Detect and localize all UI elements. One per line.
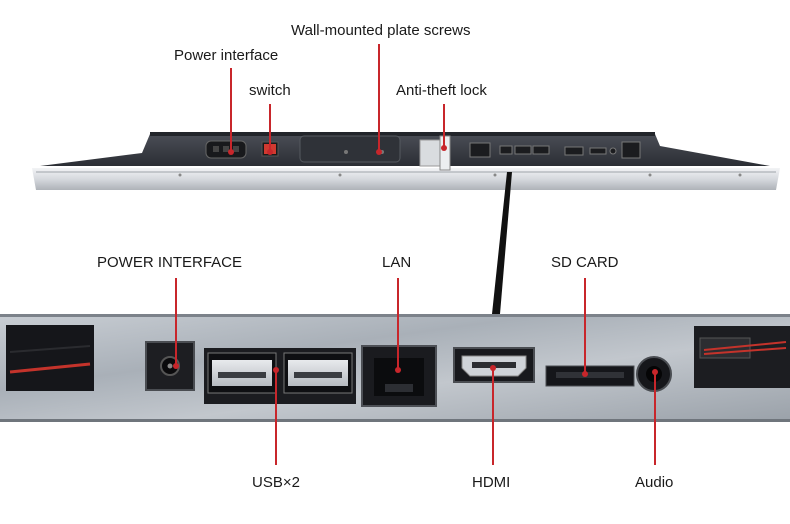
callout-lan-dot <box>395 367 401 373</box>
callout-sd-card-line <box>584 278 586 374</box>
label-anti-theft-lock: Anti-theft lock <box>396 82 487 99</box>
label-switch: switch <box>249 82 291 99</box>
callout-switch-dot <box>267 149 273 155</box>
callout-switch-line <box>269 104 271 152</box>
callout-usb-dot <box>273 367 279 373</box>
callout-power-interface-dot <box>228 149 234 155</box>
callout-audio-dot <box>652 369 658 375</box>
callout-hdmi-dot <box>490 365 496 371</box>
callout-lan-line <box>397 278 399 370</box>
label-audio: Audio <box>635 474 674 491</box>
label-lan: LAN <box>382 254 412 271</box>
zoom-pointer <box>492 172 512 314</box>
callout-wall-screws-line <box>378 44 380 152</box>
monitor-bezel <box>32 168 780 190</box>
callout-panel-power-line <box>175 278 177 366</box>
monitor-bottom-view <box>32 132 780 190</box>
callout-anti-theft-line <box>443 104 445 148</box>
callout-usb-line <box>275 370 277 465</box>
callout-power-interface-line <box>230 68 232 152</box>
callout-hdmi-line <box>492 368 494 465</box>
port-panel-closeup <box>0 314 790 422</box>
label-power-interface: Power interface <box>174 47 279 64</box>
callout-audio-line <box>654 372 656 465</box>
callout-anti-theft-dot <box>441 145 447 151</box>
callout-sd-card-dot <box>582 371 588 377</box>
wall-mount-plate <box>299 135 401 163</box>
label-panel-power-interface: POWER INTERFACE <box>97 254 243 271</box>
label-usb: USB×2 <box>252 474 300 491</box>
label-hdmi: HDMI <box>472 474 511 491</box>
label-wall-screws: Wall-mounted plate screws <box>291 22 471 39</box>
internal-connector-left <box>6 325 94 391</box>
label-sd-card: SD CARD <box>551 254 619 271</box>
callout-wall-screws-dot <box>376 149 382 155</box>
callout-panel-power-dot <box>173 363 179 369</box>
monitor-body <box>40 134 770 166</box>
